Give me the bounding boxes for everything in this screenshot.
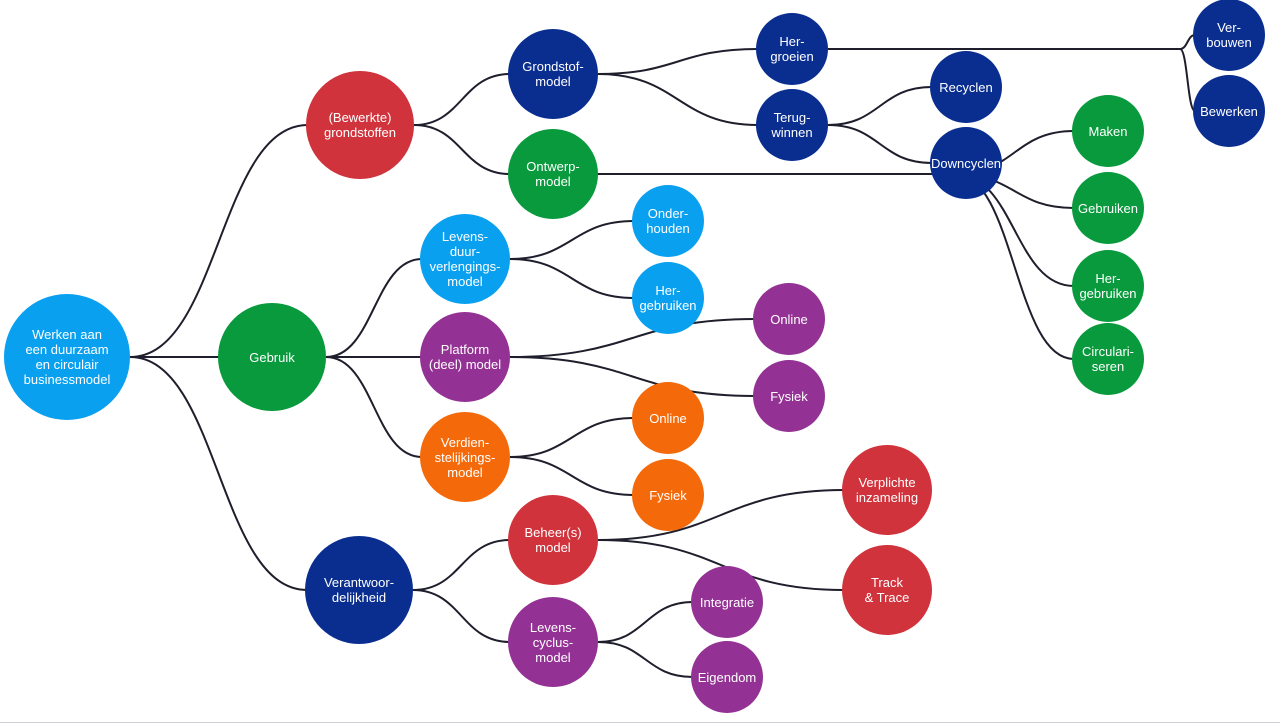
node-label: Downcyclen bbox=[930, 155, 1002, 171]
node-track: Track & Trace bbox=[842, 545, 932, 635]
node-label: Gebruik bbox=[249, 349, 295, 365]
connector-verantwoordelijkheid-to-beheer bbox=[412, 539, 511, 591]
node-eigendom: Eigendom bbox=[691, 641, 763, 713]
node-circulariseren: Circulari- seren bbox=[1072, 323, 1144, 395]
node-grondstofmodel: Grondstof- model bbox=[508, 29, 598, 119]
node-downcyclen: Downcyclen bbox=[930, 127, 1002, 199]
node-root: Werken aan een duurzaam en circulair bus… bbox=[4, 294, 130, 420]
connector-verdien-to-online_o bbox=[509, 417, 635, 458]
node-label: Verantwoor- delijkheid bbox=[323, 575, 395, 605]
node-hergebruiken-g: Her- gebruiken bbox=[1072, 250, 1144, 322]
bottom-divider bbox=[0, 722, 1280, 723]
node-label: Ontwerp- model bbox=[526, 159, 580, 189]
node-label: Online bbox=[649, 410, 687, 426]
connector-grondstofmodel-to-terugwinnen bbox=[597, 73, 759, 126]
node-label: Gebruiken bbox=[1078, 200, 1138, 216]
connector-levenscyclus-to-eigendom bbox=[597, 641, 694, 678]
node-label: Verplichte inzameling bbox=[855, 475, 919, 505]
node-label: Circulari- seren bbox=[1082, 344, 1134, 374]
connector-ontwerpmodel-to-maken bbox=[598, 130, 1075, 175]
node-bewerken: Bewerken bbox=[1193, 75, 1265, 147]
connector-grondstoffen-to-ontwerpmodel bbox=[413, 124, 511, 175]
node-label: Terug- winnen bbox=[771, 110, 813, 140]
node-label: Levens- cyclus- model bbox=[529, 619, 577, 665]
connector-verdien-to-fysiek_o bbox=[509, 456, 635, 496]
connector-beheer-to-track bbox=[597, 539, 845, 591]
node-integratie: Integratie bbox=[691, 566, 763, 638]
connector-terugwinnen-to-recyclen bbox=[827, 86, 933, 126]
node-ontwerpmodel: Ontwerp- model bbox=[508, 129, 598, 219]
node-grondstoffen: (Bewerkte) grondstoffen bbox=[306, 71, 414, 179]
node-label: Eigendom bbox=[697, 669, 757, 685]
node-label: Platform (deel) model bbox=[428, 342, 502, 372]
node-label: Maken bbox=[1088, 123, 1128, 139]
node-verdien: Verdien- stelijkings- model bbox=[420, 412, 510, 502]
node-label: Grondstof- model bbox=[522, 59, 584, 89]
node-recyclen: Recyclen bbox=[930, 51, 1002, 123]
node-onderhouden: Onder- houden bbox=[632, 185, 704, 257]
node-online-p: Online bbox=[753, 283, 825, 355]
node-label: Track & Trace bbox=[864, 575, 910, 605]
connector-beheer-to-verplichte bbox=[597, 489, 845, 541]
node-online-o: Online bbox=[632, 382, 704, 454]
node-label: Ver- bouwen bbox=[1206, 20, 1252, 50]
connector-root-to-verantwoordelijkheid bbox=[129, 356, 308, 591]
connector-terugwinnen-to-downcyclen bbox=[827, 124, 933, 164]
node-beheer: Beheer(s) model bbox=[508, 495, 598, 585]
connector-grondstoffen-to-grondstofmodel bbox=[413, 73, 511, 126]
node-label: Bewerken bbox=[1200, 103, 1258, 119]
connector-hergroeien-to-bewerken bbox=[828, 48, 1196, 112]
node-label: Her- groeien bbox=[770, 34, 814, 64]
node-maken: Maken bbox=[1072, 95, 1144, 167]
node-verantwoordelijkheid: Verantwoor- delijkheid bbox=[305, 536, 413, 644]
node-fysiek-p: Fysiek bbox=[753, 360, 825, 432]
node-fysiek-o: Fysiek bbox=[632, 459, 704, 531]
node-label: Onder- houden bbox=[646, 206, 690, 236]
node-label: (Bewerkte) grondstoffen bbox=[323, 110, 397, 140]
node-terugwinnen: Terug- winnen bbox=[756, 89, 828, 161]
node-levenscyclus: Levens- cyclus- model bbox=[508, 597, 598, 687]
node-gebruik: Gebruik bbox=[218, 303, 326, 411]
connector-grondstofmodel-to-hergroeien bbox=[597, 48, 759, 75]
connector-gebruik-to-verdien bbox=[325, 356, 423, 458]
node-verbouwen: Ver- bouwen bbox=[1193, 0, 1265, 71]
node-hergebruiken-b: Her- gebruiken bbox=[632, 262, 704, 334]
connector-verantwoordelijkheid-to-levenscyclus bbox=[412, 589, 511, 643]
connector-hergroeien-to-verbouwen bbox=[828, 34, 1196, 50]
node-label: Fysiek bbox=[770, 388, 808, 404]
node-label: Her- gebruiken bbox=[1079, 271, 1137, 301]
connector-levensduur-to-hergebruiken_b bbox=[509, 258, 635, 299]
node-label: Integratie bbox=[699, 594, 755, 610]
connector-platform-to-online_p bbox=[509, 318, 756, 358]
node-label: Fysiek bbox=[649, 487, 687, 503]
node-label: Beheer(s) model bbox=[524, 525, 582, 555]
node-platform: Platform (deel) model bbox=[420, 312, 510, 402]
node-label: Levens- duur- verlengings- model bbox=[429, 229, 501, 289]
node-gebruiken: Gebruiken bbox=[1072, 172, 1144, 244]
connector-platform-to-fysiek_p bbox=[509, 356, 756, 397]
node-levensduur: Levens- duur- verlengings- model bbox=[420, 214, 510, 304]
node-label: Her- gebruiken bbox=[639, 283, 697, 313]
connector-gebruik-to-levensduur bbox=[325, 258, 423, 358]
connector-root-to-grondstoffen bbox=[129, 124, 309, 358]
node-label: Werken aan een duurzaam en circulair bus… bbox=[23, 327, 111, 387]
node-label: Recyclen bbox=[939, 79, 993, 95]
node-label: Verdien- stelijkings- model bbox=[434, 434, 496, 480]
node-hergroeien: Her- groeien bbox=[756, 13, 828, 85]
connector-levensduur-to-onderhouden bbox=[509, 220, 635, 260]
node-verplichte: Verplichte inzameling bbox=[842, 445, 932, 535]
connector-levenscyclus-to-integratie bbox=[597, 601, 694, 643]
node-label: Online bbox=[770, 311, 808, 327]
